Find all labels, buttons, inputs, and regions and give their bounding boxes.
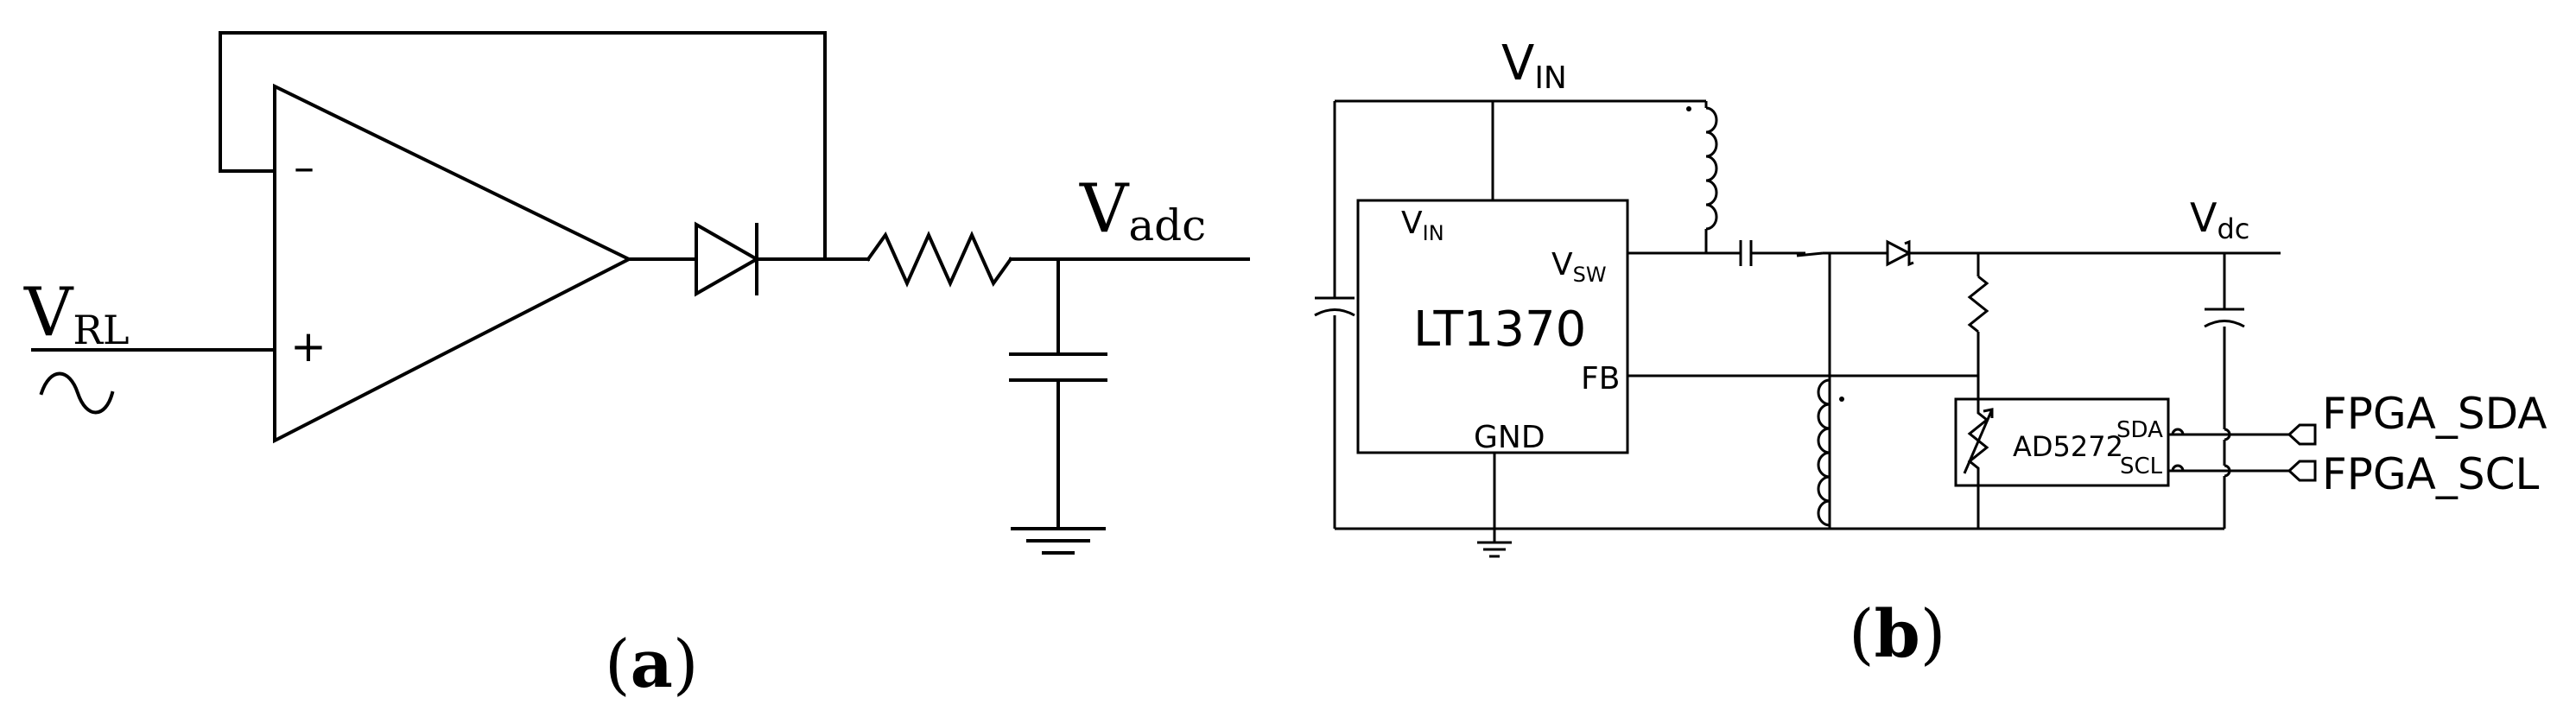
scl-crossover bbox=[2171, 464, 2185, 472]
top-inductor-dot bbox=[1686, 106, 1691, 111]
opamp-minus-label: – bbox=[294, 143, 314, 192]
chip-pin-vin: VIN bbox=[1401, 206, 1444, 245]
output-label-a: Vadc bbox=[1079, 170, 1206, 251]
chip-pin-fb: FB bbox=[1581, 361, 1620, 397]
ground-symbol-a bbox=[1011, 527, 1106, 555]
vin-top-label: VIN bbox=[1501, 35, 1567, 96]
caption-a: (a) bbox=[605, 625, 699, 702]
diode-symbol bbox=[695, 221, 761, 297]
opamp-triangle bbox=[273, 83, 633, 444]
chip-name: LT1370 bbox=[1413, 301, 1586, 358]
fpga-scl-label: FPGA_SCL bbox=[2322, 449, 2540, 499]
schottky-diode bbox=[1886, 239, 1913, 267]
output-cap-plate-bottom bbox=[2204, 320, 2245, 328]
circuit-b: VIN VIN VSW LT1370 FB GND bbox=[1314, 35, 2547, 672]
digipot-name: AD5272 bbox=[2013, 430, 2123, 463]
feedback-resistor bbox=[1967, 275, 1989, 333]
fpga-sda-label: FPGA_SDA bbox=[2322, 389, 2547, 439]
caption-b: (b) bbox=[1849, 595, 1945, 672]
fpga-sda-connector bbox=[2287, 423, 2317, 446]
input-label: VRL bbox=[23, 274, 130, 353]
top-inductor bbox=[1705, 106, 1718, 231]
sda-crossover bbox=[2171, 428, 2185, 435]
lt1370-chip bbox=[1356, 199, 1629, 454]
variable-resistor-arrow-head bbox=[1983, 408, 1994, 418]
feedback-wire bbox=[219, 31, 827, 261]
digipot-pin-sda: SDA bbox=[2116, 417, 2163, 443]
fpga-scl-connector bbox=[2287, 460, 2317, 482]
ac-source-symbol bbox=[39, 371, 115, 415]
vdc-label: Vdc bbox=[2190, 194, 2249, 245]
variable-resistor-arrow bbox=[1963, 409, 1994, 474]
opamp-plus-label: + bbox=[290, 321, 327, 371]
node-short-wire bbox=[1796, 251, 1824, 257]
circuit-a: – + VRL Vadc (a) bbox=[23, 31, 1250, 702]
chip-pin-gnd: GND bbox=[1474, 420, 1545, 455]
ground-symbol-b bbox=[1477, 541, 1512, 558]
resistor-a bbox=[866, 231, 1013, 288]
bottom-inductor bbox=[1817, 378, 1830, 527]
ad5272-box bbox=[1954, 397, 2170, 487]
left-cap-plate-bottom bbox=[1314, 308, 1355, 317]
bottom-inductor-dot bbox=[1839, 397, 1844, 402]
digipot-pin-scl: SCL bbox=[2120, 454, 2163, 479]
chip-pin-vsw: VSW bbox=[1551, 247, 1607, 287]
